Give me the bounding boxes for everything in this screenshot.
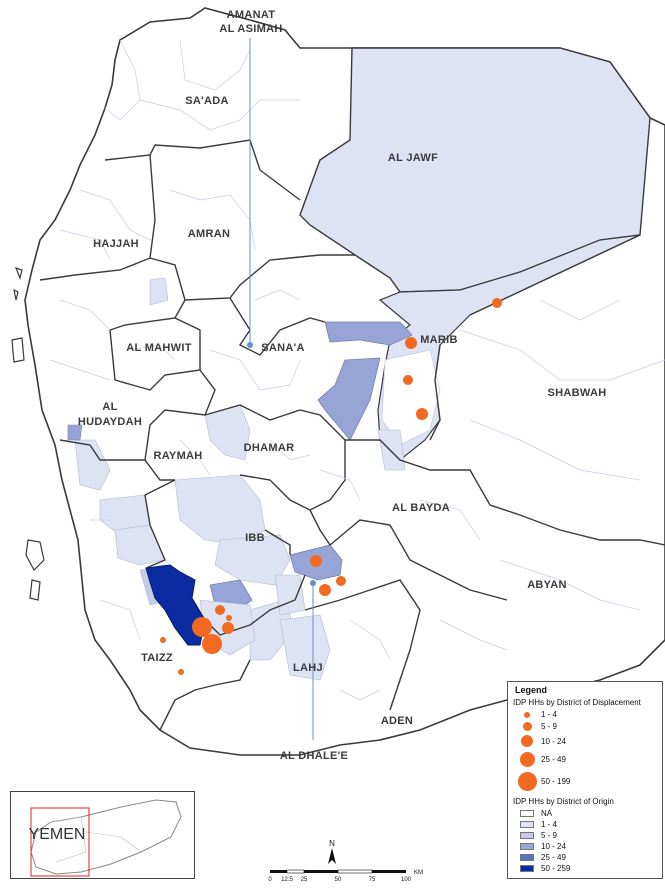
label-al-bayda: AL BAYDA	[392, 502, 450, 514]
legend-item-label: 5 - 9	[541, 831, 558, 840]
legend-swatch	[520, 810, 534, 817]
legend-dot-icon	[517, 771, 537, 791]
legend-item: 25 - 49	[513, 852, 657, 863]
legend-dot-icon	[521, 735, 533, 747]
legend-title: Legend	[515, 685, 548, 695]
label-saada: SA'ADA	[185, 95, 229, 107]
idp-dot	[202, 634, 222, 654]
label-al-dhalee: AL DHALE'E	[280, 750, 348, 762]
district-sanaa-east	[324, 321, 413, 346]
north-arrow-icon	[328, 848, 336, 864]
north-label: N	[329, 839, 335, 848]
district-taizz-dark	[145, 564, 206, 646]
legend-item: 1 - 4	[513, 819, 657, 830]
label-aden: ADEN	[381, 715, 413, 727]
legend: Legend IDP HHs by District of Displaceme…	[507, 681, 663, 879]
legend-origin-title: IDP HHs by District of Origin	[513, 797, 614, 806]
legend-dot-icon	[522, 722, 532, 731]
idp-dot	[226, 615, 232, 621]
legend-swatch	[520, 854, 534, 861]
legend-item: 5 - 9	[513, 830, 657, 841]
legend-item-label: 10 - 24	[541, 842, 566, 851]
legend-item: NA	[513, 808, 657, 819]
idp-dot	[178, 669, 184, 675]
scale-bar: N 0 12.5 25 50 75 100 KM	[262, 836, 432, 884]
scale-tick: 25	[301, 877, 308, 883]
legend-item-label: NA	[541, 809, 553, 818]
legend-item-label: 1 - 4	[541, 710, 558, 719]
idp-dot	[310, 555, 322, 567]
marib-inner	[381, 349, 441, 446]
legend-item-label: 25 - 49	[541, 754, 566, 764]
legend-swatch	[520, 821, 534, 828]
legend-swatch	[520, 865, 534, 872]
inset-country-label: YEMEN	[29, 826, 86, 843]
legend-item-label: 10 - 24	[541, 736, 566, 746]
scale-tick: 12.5	[281, 877, 293, 883]
inset-map: YEMEN	[10, 791, 195, 879]
label-al-jawf: AL JAWF	[388, 152, 438, 164]
district-marib-west	[317, 357, 381, 441]
idp-dot	[222, 622, 234, 634]
label-dhamar: DHAMAR	[244, 442, 295, 454]
legend-item: 50 - 259	[513, 863, 657, 874]
idp-dot	[192, 617, 212, 637]
idp-dot	[416, 408, 428, 420]
legend-item: 50 - 199	[513, 769, 657, 793]
scale-tick: 0	[268, 877, 272, 883]
legend-item-label: 1 - 4	[541, 820, 558, 829]
label-ibb: IBB	[245, 532, 265, 544]
idp-dot	[403, 375, 413, 385]
legend-item-label: 50 - 199	[541, 776, 571, 786]
legend-item: 1 - 4	[513, 709, 657, 720]
legend-item-label: 5 - 9	[541, 722, 558, 731]
legend-item-label: 50 - 259	[541, 864, 571, 873]
label-amanat: AMANAT	[227, 9, 276, 21]
legend-dot-icon	[524, 711, 530, 718]
label-marib: MARIB	[420, 334, 458, 346]
legend-item: 5 - 9	[513, 720, 657, 733]
scale-tick: 100	[401, 877, 412, 883]
idp-dot	[319, 584, 331, 596]
scale-unit: KM	[414, 870, 423, 876]
scale-tick: 75	[369, 877, 376, 883]
legend-item-label: 25 - 49	[541, 853, 566, 862]
legend-dot-icon	[519, 751, 535, 767]
label-amran: AMRAN	[188, 228, 230, 240]
legend-swatch	[520, 832, 534, 839]
scale-tick: 50	[335, 877, 342, 883]
label-al-asimah: AL ASIMAH	[219, 23, 282, 35]
idp-dot	[160, 637, 166, 643]
label-shabwah: SHABWAH	[548, 387, 607, 399]
label-raymah: RAYMAH	[153, 450, 202, 462]
label-sanaa: SANA'A	[261, 342, 305, 354]
idp-dot	[492, 298, 502, 308]
legend-displacement-title: IDP HHs by District of Displacement	[513, 698, 641, 707]
idp-dot	[336, 576, 346, 586]
legend-item: 10 - 24	[513, 841, 657, 852]
idp-dot	[405, 337, 417, 349]
label-taizz: TAIZZ	[141, 652, 173, 664]
legend-item: 25 - 49	[513, 749, 657, 769]
label-al: AL	[102, 401, 117, 413]
legend-item: 10 - 24	[513, 733, 657, 749]
label-abyan: ABYAN	[527, 579, 567, 591]
idp-dot	[215, 605, 225, 615]
label-lahj: LAHJ	[293, 662, 323, 674]
label-al-mahwit: AL MAHWIT	[126, 342, 191, 354]
legend-swatch	[520, 843, 534, 850]
label-hudaydah: HUDAYDAH	[78, 416, 142, 428]
label-hajjah: HAJJAH	[93, 238, 139, 250]
